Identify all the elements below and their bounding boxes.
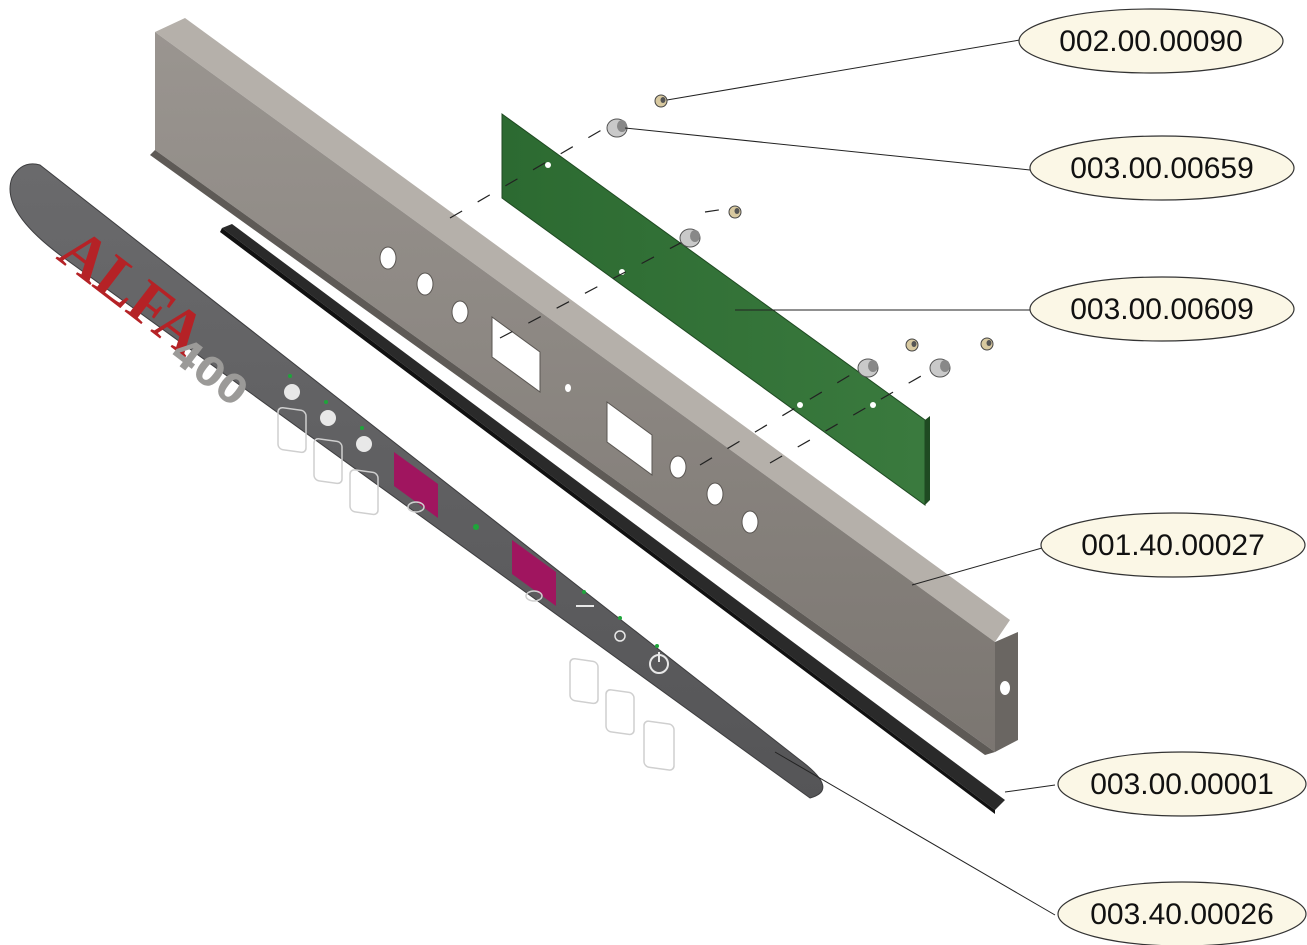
dial-icon: [349, 426, 379, 516]
callout-2: 003.00.00659: [1029, 135, 1295, 201]
leader-line: [911, 547, 1043, 586]
leader-lines: [624, 39, 1056, 916]
part-number-label: 003.00.00001: [1090, 768, 1274, 801]
callout-5: 003.00.00001: [1057, 751, 1307, 817]
callout-6: 003.40.00026: [1057, 881, 1307, 945]
oven-icon: [407, 501, 425, 513]
part-number-label: 003.00.00609: [1070, 293, 1254, 326]
nut: [980, 337, 994, 351]
leader-line: [624, 127, 1031, 171]
leader-line: [1004, 784, 1056, 793]
callout-3: 003.00.00609: [1029, 276, 1295, 342]
oven-icon: [525, 590, 543, 602]
spacer: [857, 358, 879, 378]
timer-icon: [277, 374, 307, 454]
leader-line: [666, 39, 1021, 101]
alignment-lines: [449, 127, 936, 466]
half-dial-icon: [313, 400, 343, 485]
callout-1: 002.00.00090: [1018, 8, 1284, 74]
control-panel-frame: [150, 18, 1018, 755]
spacer: [679, 228, 701, 248]
callout-4: 001.40.00027: [1040, 512, 1306, 578]
fan-icon: [605, 616, 635, 736]
display-left: [394, 452, 438, 518]
status-led: [473, 524, 479, 530]
part-number-label: 003.40.00026: [1090, 898, 1274, 931]
display-right: [512, 540, 556, 606]
control-board: [501, 113, 930, 506]
hardware: [606, 94, 994, 378]
part-number-label: 002.00.00090: [1059, 25, 1243, 58]
part-number-label: 003.00.00659: [1070, 152, 1254, 185]
part-number-label: 001.40.00027: [1081, 529, 1265, 562]
gasket-strip: [220, 224, 1005, 814]
grill-icon: [569, 590, 599, 705]
power-icon: [643, 644, 675, 771]
nut: [728, 205, 742, 219]
leader-line: [774, 751, 1056, 916]
spacer: [929, 358, 951, 378]
spacer: [606, 118, 628, 138]
nut: [654, 94, 668, 108]
nut: [905, 338, 919, 352]
